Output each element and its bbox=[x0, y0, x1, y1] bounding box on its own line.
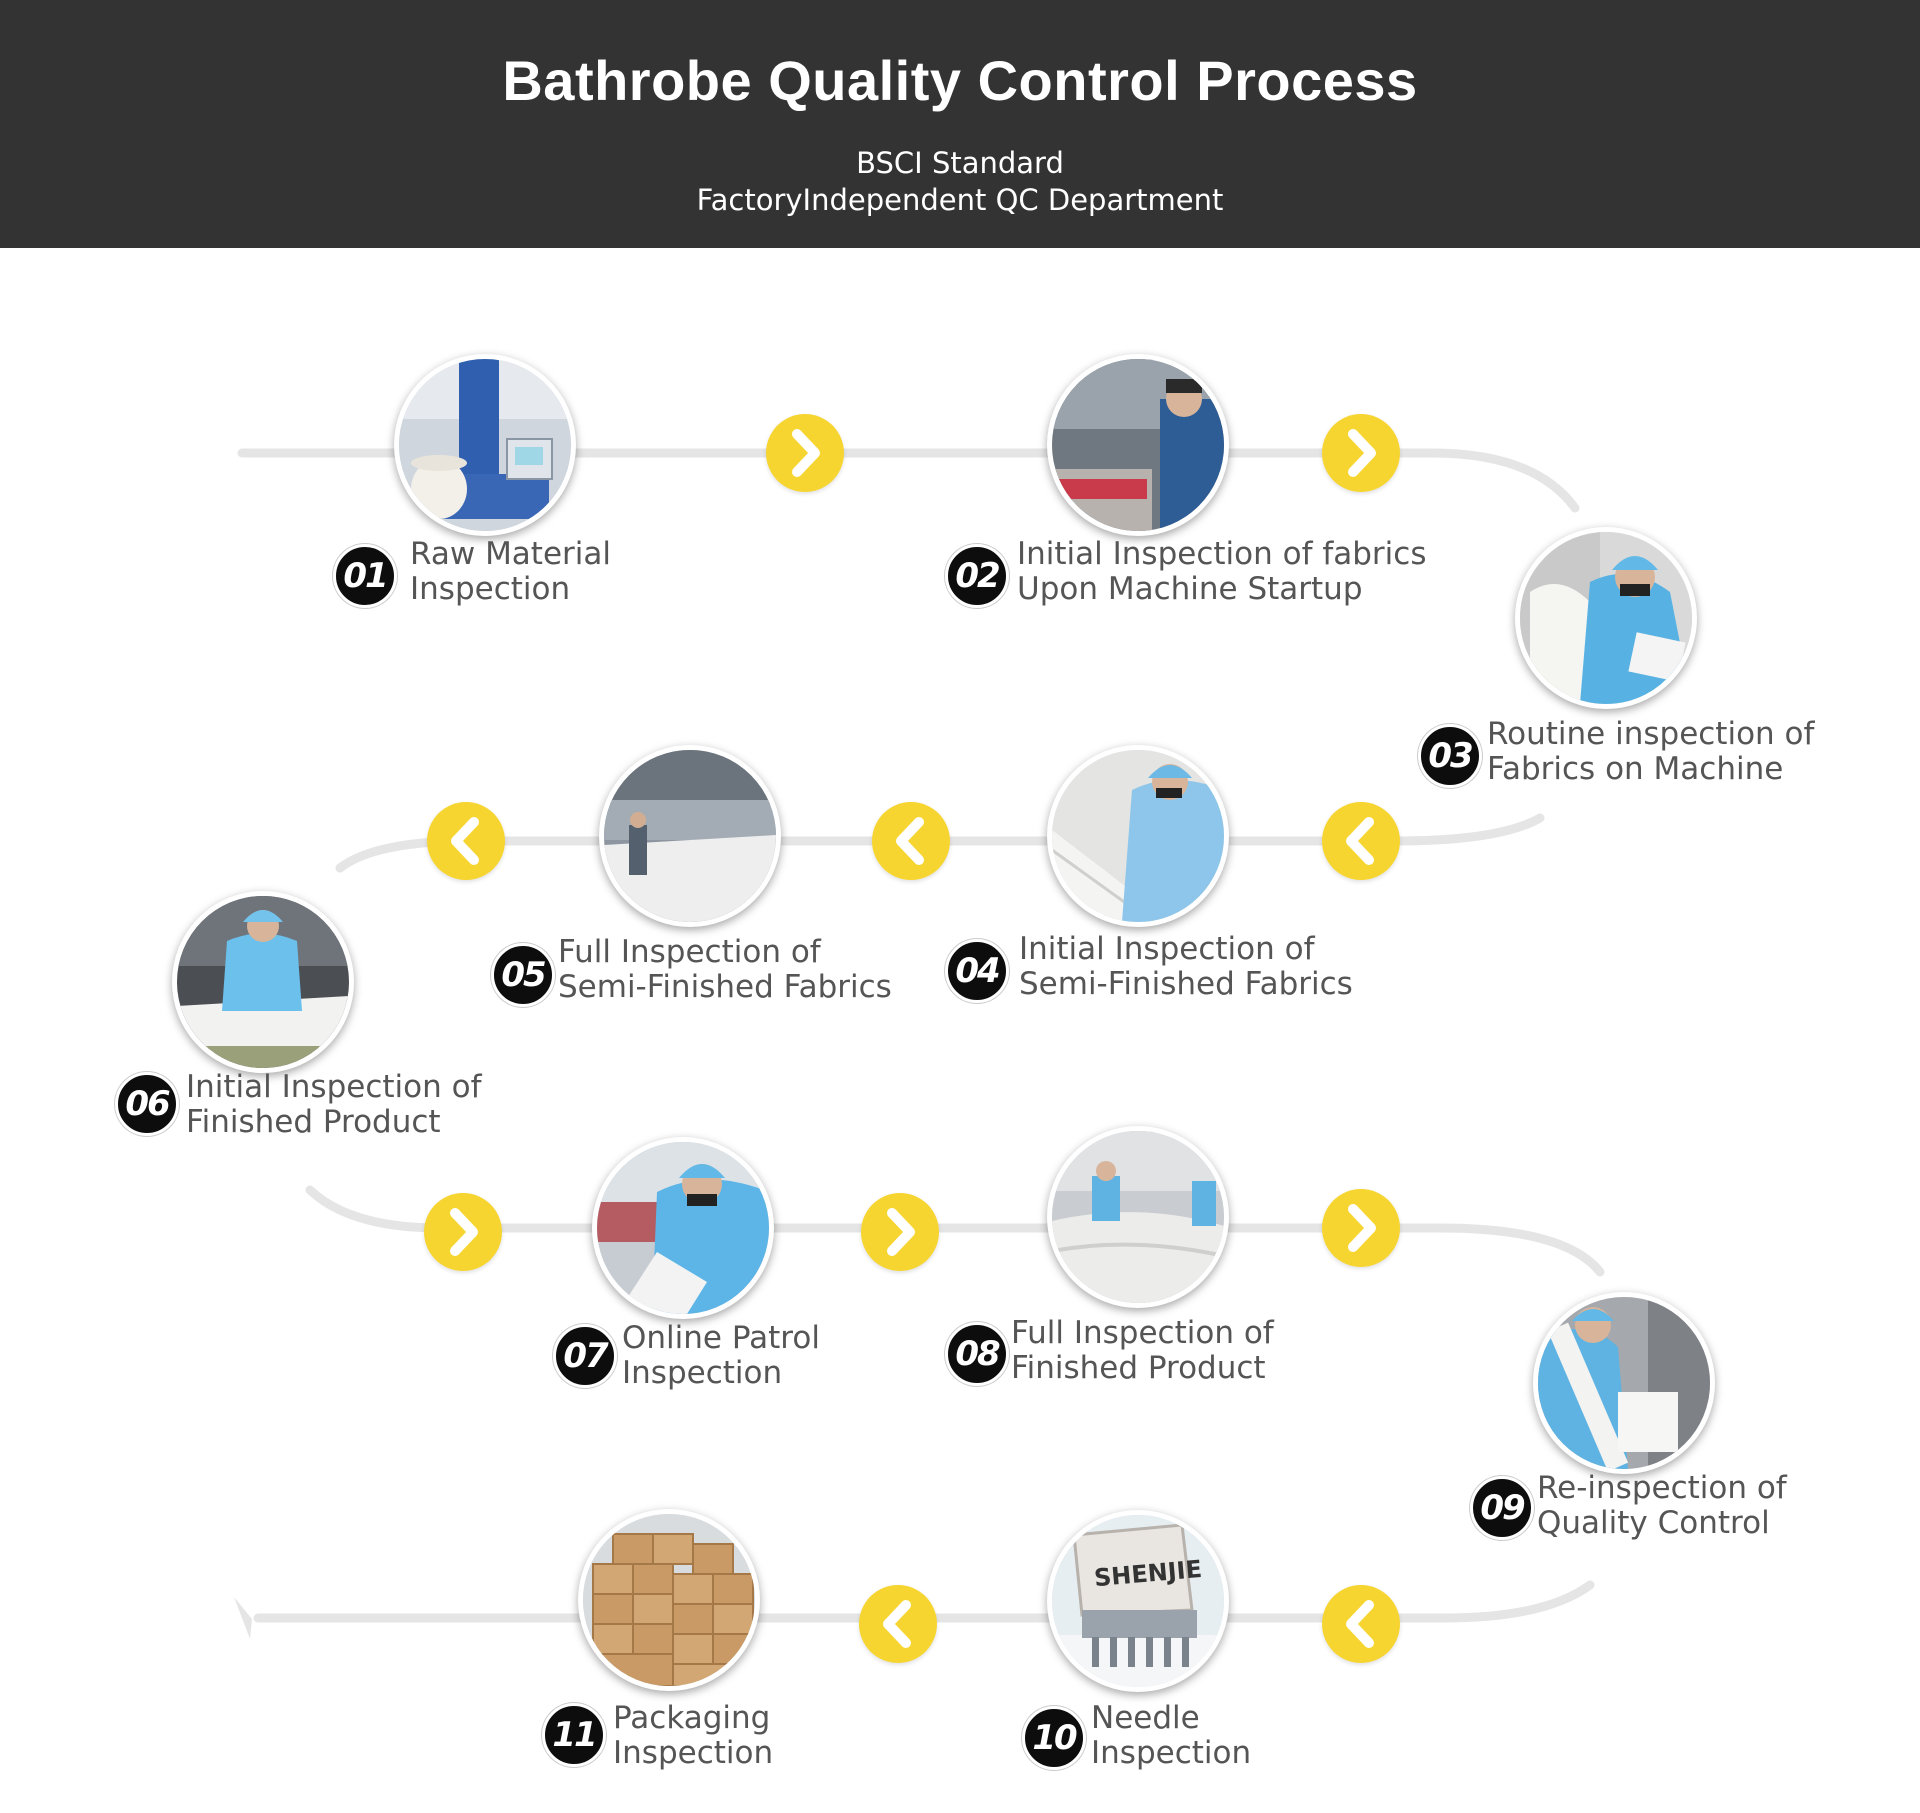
step-09-photo bbox=[1533, 1292, 1715, 1474]
chevron-right-icon bbox=[1348, 1204, 1376, 1252]
connector-arrow-7 bbox=[861, 1193, 939, 1271]
connector-arrow-9 bbox=[1322, 1585, 1400, 1663]
subtitle-line-2: FactoryIndependent QC Department bbox=[696, 183, 1224, 217]
connector-arrow-3 bbox=[1322, 802, 1400, 880]
step-05-photo bbox=[599, 745, 781, 927]
step-02-photo bbox=[1047, 354, 1229, 536]
step-04-photo bbox=[1047, 745, 1229, 927]
step-11-number-badge: 11 bbox=[542, 1703, 606, 1767]
step-08-photo bbox=[1047, 1126, 1229, 1308]
connector-arrow-8 bbox=[1322, 1189, 1400, 1267]
step-06-number-badge: 06 bbox=[115, 1072, 179, 1136]
chevron-left-icon bbox=[1346, 1600, 1374, 1648]
connector-arrow-1 bbox=[766, 414, 844, 492]
page-title: Bathrobe Quality Control Process bbox=[502, 49, 1418, 112]
step-04-number-badge: 04 bbox=[945, 939, 1009, 1003]
step-05-number-badge: 05 bbox=[491, 943, 555, 1007]
step-01-number-badge: 01 bbox=[333, 544, 397, 608]
step-10-photo: SHENJIE bbox=[1047, 1510, 1229, 1692]
step-06-photo bbox=[172, 891, 354, 1073]
step-10-number-badge: 10 bbox=[1022, 1706, 1086, 1770]
chevron-right-icon bbox=[450, 1208, 478, 1256]
step-02-number-badge: 02 bbox=[945, 544, 1009, 608]
arrow-left-icon bbox=[234, 1597, 252, 1639]
step-08-number-badge: 08 bbox=[945, 1322, 1009, 1386]
step-01-photo bbox=[394, 354, 576, 536]
chevron-left-icon bbox=[896, 817, 924, 865]
connector-arrow-2 bbox=[1322, 414, 1400, 492]
chevron-left-icon bbox=[451, 817, 479, 865]
chevron-left-icon bbox=[883, 1600, 911, 1648]
chevron-right-icon bbox=[1348, 429, 1376, 477]
step-07-photo bbox=[592, 1137, 774, 1319]
chevron-right-icon bbox=[792, 429, 820, 477]
step-07-number-badge: 07 bbox=[553, 1324, 617, 1388]
step-03-number-badge: 03 bbox=[1418, 724, 1482, 788]
header-banner: Bathrobe Quality Control Process BSCI St… bbox=[0, 0, 1920, 248]
connector-arrow-6 bbox=[424, 1193, 502, 1271]
step-03-photo bbox=[1515, 527, 1697, 709]
connector-arrow-10 bbox=[859, 1585, 937, 1663]
connector-arrow-4 bbox=[872, 802, 950, 880]
subtitle-line-1: BSCI Standard bbox=[856, 146, 1064, 180]
step-09-number-badge: 09 bbox=[1470, 1476, 1534, 1540]
connector-arrow-5 bbox=[427, 802, 505, 880]
chevron-left-icon bbox=[1346, 817, 1374, 865]
step-11-photo bbox=[578, 1509, 760, 1691]
chevron-right-icon bbox=[887, 1208, 915, 1256]
